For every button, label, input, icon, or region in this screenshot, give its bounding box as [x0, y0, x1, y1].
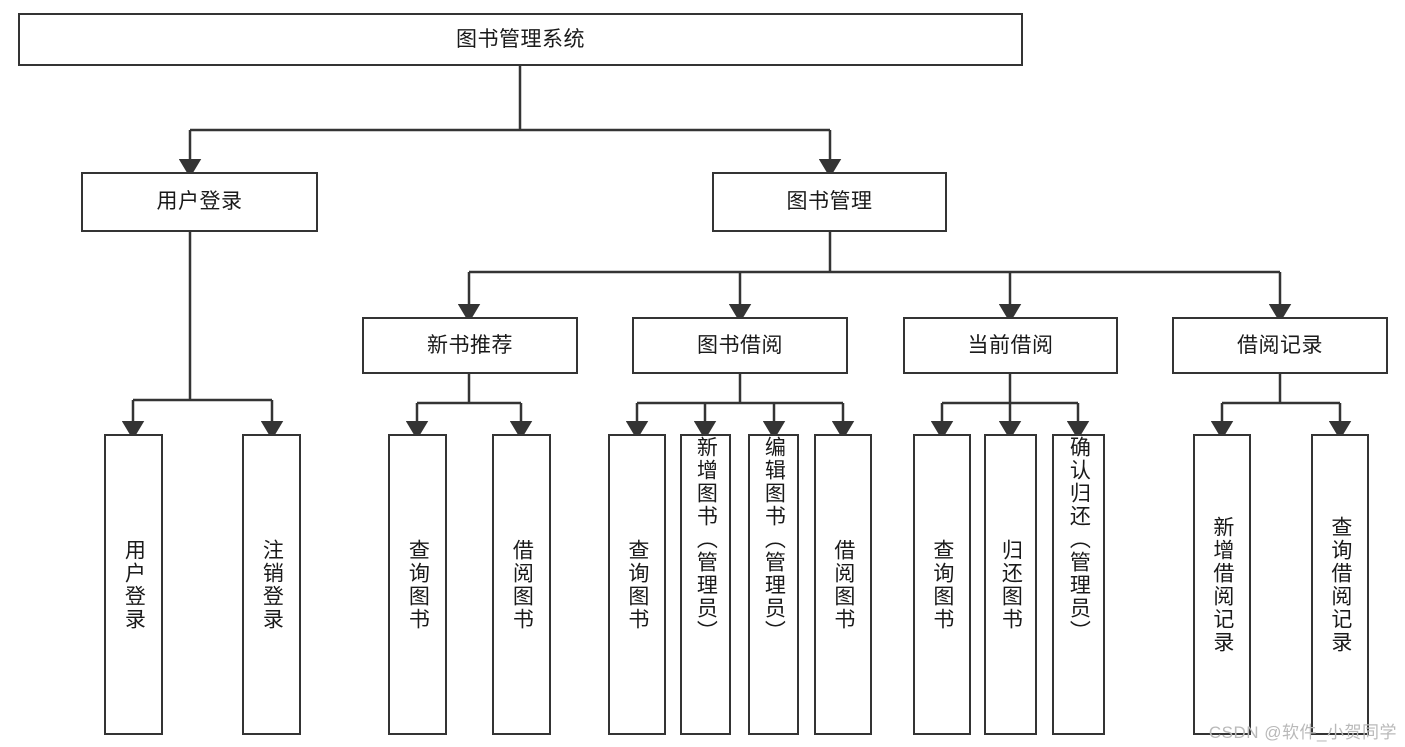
- node-label: 新书推荐: [427, 333, 513, 357]
- node-book-management-system[interactable]: 图书管理系统: [18, 13, 1023, 66]
- leaf-user-login[interactable]: 用户登录: [104, 434, 163, 735]
- node-label: 借阅图书: [510, 538, 534, 631]
- node-label: 图书管理系统: [456, 27, 585, 51]
- leaf-query-borrow-record[interactable]: 查询借阅记录: [1311, 434, 1369, 735]
- leaf-query-book-current[interactable]: 查询图书: [913, 434, 971, 735]
- node-current-borrow[interactable]: 当前借阅: [903, 317, 1118, 374]
- node-label: 查询借阅记录: [1328, 515, 1352, 654]
- node-label: 借阅记录: [1237, 333, 1323, 357]
- leaf-query-book-borrow[interactable]: 查询图书: [608, 434, 666, 735]
- node-label: 确认归还（管理员）: [1067, 436, 1091, 643]
- node-borrow-record[interactable]: 借阅记录: [1172, 317, 1388, 374]
- leaf-query-book-recommend[interactable]: 查询图书: [388, 434, 447, 735]
- node-label: 图书管理: [786, 190, 873, 214]
- node-label: 用户登录: [122, 538, 146, 631]
- node-label: 归还图书: [999, 538, 1023, 631]
- node-label: 新增图书（管理员）: [694, 436, 718, 643]
- node-user-login[interactable]: 用户登录: [81, 172, 318, 232]
- leaf-add-book-admin[interactable]: 新增图书（管理员）: [680, 434, 731, 735]
- node-label: 当前借阅: [967, 333, 1054, 357]
- node-label: 图书借阅: [697, 333, 783, 357]
- node-book-management[interactable]: 图书管理: [712, 172, 947, 232]
- node-new-book-recommend[interactable]: 新书推荐: [362, 317, 578, 374]
- leaf-borrow-book-recommend[interactable]: 借阅图书: [492, 434, 551, 735]
- node-book-borrow[interactable]: 图书借阅: [632, 317, 848, 374]
- leaf-borrow-book[interactable]: 借阅图书: [814, 434, 872, 735]
- node-label: 借阅图书: [831, 538, 855, 631]
- node-label: 注销登录: [260, 538, 284, 631]
- node-label: 新增借阅记录: [1210, 515, 1234, 654]
- leaf-add-borrow-record[interactable]: 新增借阅记录: [1193, 434, 1251, 735]
- node-label: 用户登录: [156, 190, 243, 214]
- node-label: 编辑图书（管理员）: [762, 436, 786, 643]
- node-label: 查询图书: [406, 538, 430, 631]
- leaf-confirm-return-admin[interactable]: 确认归还（管理员）: [1052, 434, 1105, 735]
- csdn-watermark: CSDN @软件_小贺同学: [1208, 723, 1397, 742]
- leaf-logout[interactable]: 注销登录: [242, 434, 301, 735]
- leaf-edit-book-admin[interactable]: 编辑图书（管理员）: [748, 434, 799, 735]
- node-label: 查询图书: [625, 538, 649, 631]
- leaf-return-book[interactable]: 归还图书: [984, 434, 1037, 735]
- node-label: 查询图书: [930, 538, 954, 631]
